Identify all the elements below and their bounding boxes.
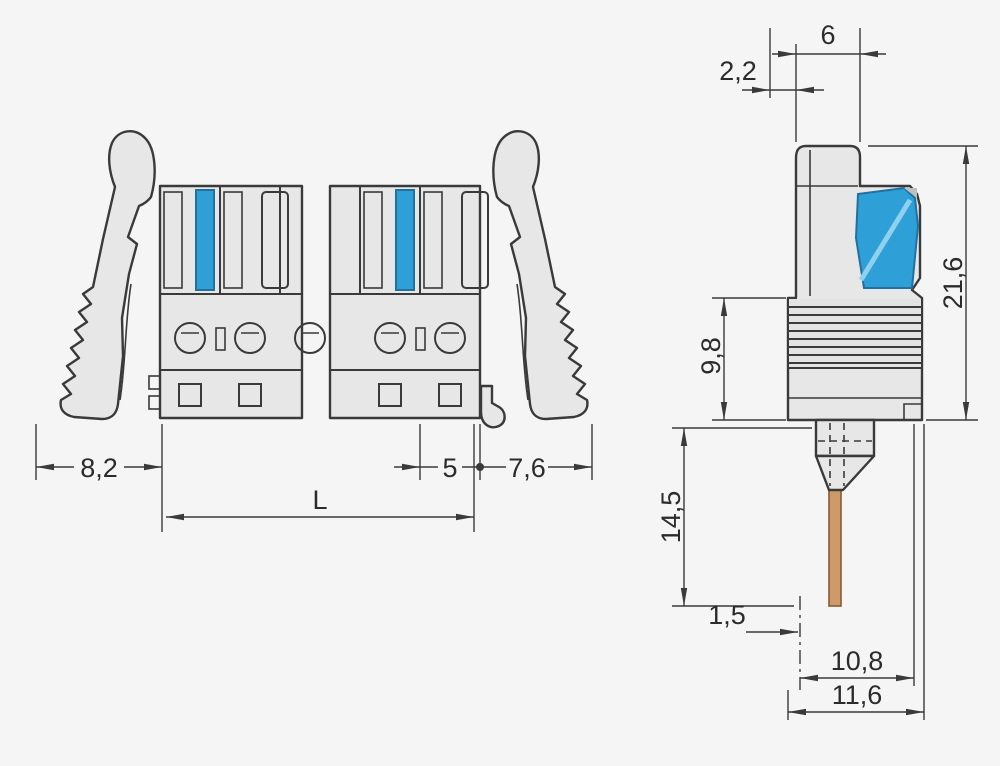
dim-upper-height: 9,8 bbox=[696, 298, 728, 420]
dim-total-height: 21,6 bbox=[938, 146, 970, 420]
dim-label-pin-length: 14,5 bbox=[656, 491, 686, 544]
dim-lower-width: 10,8 bbox=[800, 646, 914, 682]
front-housing-right-half bbox=[328, 184, 506, 429]
dim-label-latch-offset: 8,2 bbox=[80, 453, 118, 483]
solder-pin bbox=[828, 487, 842, 607]
front-latch-left-spring bbox=[59, 130, 156, 421]
side-view-dimensions: 2,2 6 21,6 9,8 14,5 1, bbox=[656, 20, 978, 720]
dim-total-length: L bbox=[166, 485, 474, 521]
wedge-corner bbox=[904, 188, 917, 198]
dim-front-offset: 2,2 bbox=[719, 56, 824, 94]
pusher-slot bbox=[461, 191, 489, 289]
front-view-dimensions: 8,2 L 5 7,6 bbox=[35, 424, 593, 532]
dim-top-width: 6 bbox=[772, 20, 886, 58]
front-view: 8,2 L 5 7,6 bbox=[35, 130, 593, 532]
coding-bar-blue bbox=[195, 189, 215, 291]
dim-label-upper-height: 9,8 bbox=[696, 337, 726, 375]
extension-lines bbox=[35, 424, 593, 532]
dim-pin-length: 14,5 bbox=[656, 428, 688, 606]
side-coding-wedge bbox=[854, 186, 920, 289]
front-housing-left-half bbox=[148, 184, 304, 420]
dim-label-total-height: 21,6 bbox=[938, 257, 968, 310]
front-latch-right-spring bbox=[492, 130, 589, 421]
dim-total-width: 11,6 bbox=[788, 680, 924, 716]
front-contact-openings bbox=[174, 322, 466, 354]
latch-foot-hook bbox=[479, 384, 506, 429]
dim-label-total-width: 11,6 bbox=[832, 680, 883, 710]
side-housing bbox=[786, 144, 924, 607]
dim-label-pin-offset: 1,5 bbox=[708, 600, 746, 630]
side-rib-band bbox=[788, 299, 922, 369]
coding-bar-blue bbox=[395, 189, 415, 291]
dim-edge-offset: 7,6 bbox=[480, 453, 592, 483]
pusher-slot bbox=[261, 191, 289, 289]
dim-label-pole-pitch: 5 bbox=[442, 453, 457, 483]
dim-label-front-offset: 2,2 bbox=[719, 56, 757, 86]
wedge-highlight bbox=[858, 198, 913, 282]
dim-pole-pitch: 5 bbox=[394, 453, 484, 483]
dim-pin-offset: 1,5 bbox=[708, 600, 798, 636]
dim-label-top-width: 6 bbox=[820, 20, 835, 50]
side-view: 2,2 6 21,6 9,8 14,5 1, bbox=[656, 20, 978, 720]
dim-label-total-length: L bbox=[312, 485, 327, 515]
dim-latch-offset: 8,2 bbox=[36, 453, 162, 483]
hidden-edges-dashed bbox=[818, 423, 872, 486]
front-coding-bars bbox=[195, 189, 415, 291]
dim-label-lower-width: 10,8 bbox=[831, 646, 884, 676]
dim-label-edge-offset: 7,6 bbox=[508, 453, 546, 483]
side-pin-block bbox=[814, 418, 876, 607]
